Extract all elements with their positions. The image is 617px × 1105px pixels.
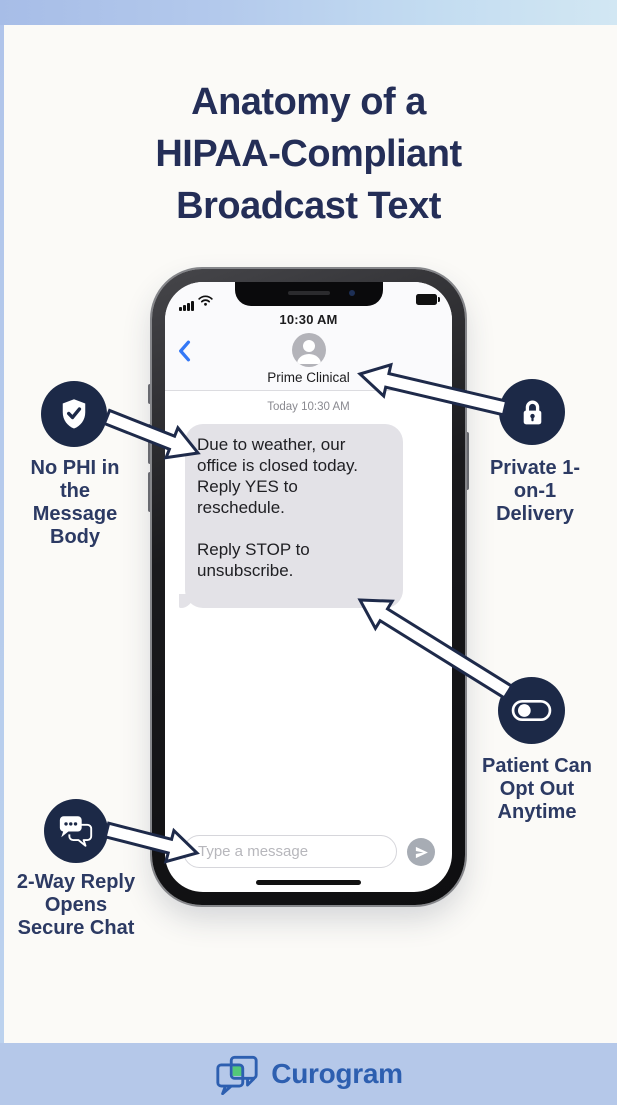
front-camera-dot: [348, 290, 355, 296]
battery-icon: [416, 294, 440, 305]
curogram-chat-logo-icon: [214, 1054, 260, 1095]
person-avatar-icon: [291, 333, 326, 367]
callout-two-way-reply-label: 2-Way Reply Opens Secure Chat: [16, 871, 136, 939]
brand-name: Curogram: [271, 1058, 403, 1089]
callout-opt-out-label: Patient Can Opt Out Anytime: [481, 755, 593, 823]
header-divider: [165, 390, 452, 391]
message-input[interactable]: [183, 835, 397, 868]
callout-private-delivery-label: Private 1-on-1 Delivery: [489, 457, 581, 525]
back-chevron-icon[interactable]: [177, 340, 193, 362]
callout-no-phi-label: No PHI in the Message Body: [30, 457, 120, 548]
chat-bubbles-icon: [44, 799, 108, 863]
title-line-1: Anatomy of a: [191, 81, 426, 123]
cellular-signal-icon: [179, 301, 194, 311]
wifi-icon: [198, 293, 213, 311]
phone-power-button: [465, 432, 469, 490]
phone-volume-down-button: [148, 472, 152, 512]
phone-mute-switch: [148, 384, 152, 404]
toggle-icon: [498, 677, 565, 744]
shield-check-icon: [41, 381, 107, 447]
send-icon: [414, 845, 429, 860]
speaker-slot: [287, 291, 330, 295]
status-bar-left: [179, 293, 213, 311]
conversation-date-label: Today 10:30 AM: [267, 401, 350, 413]
left-accent-strip: [0, 25, 4, 1043]
top-accent-bar: [0, 0, 617, 25]
send-button[interactable]: [407, 838, 435, 866]
phone-screen: 10:30 AM Prime Clinical Today 10:30 AM D…: [165, 282, 452, 892]
title-line-3: Broadcast Text: [176, 185, 441, 227]
bubble-tail: [179, 594, 193, 608]
phone-notch: [234, 282, 383, 306]
lock-icon: [499, 379, 565, 445]
title-line-2: HIPAA-Compliant: [155, 133, 462, 175]
footer-brand-bar: Curogram: [0, 1043, 617, 1105]
page-title: Anatomy of a HIPAA-Compliant Broadcast T…: [0, 76, 617, 232]
phone-mockup: 10:30 AM Prime Clinical Today 10:30 AM D…: [152, 269, 465, 905]
contact-name: Prime Clinical: [267, 370, 350, 385]
status-time: 10:30 AM: [279, 312, 338, 327]
home-indicator[interactable]: [256, 880, 361, 885]
